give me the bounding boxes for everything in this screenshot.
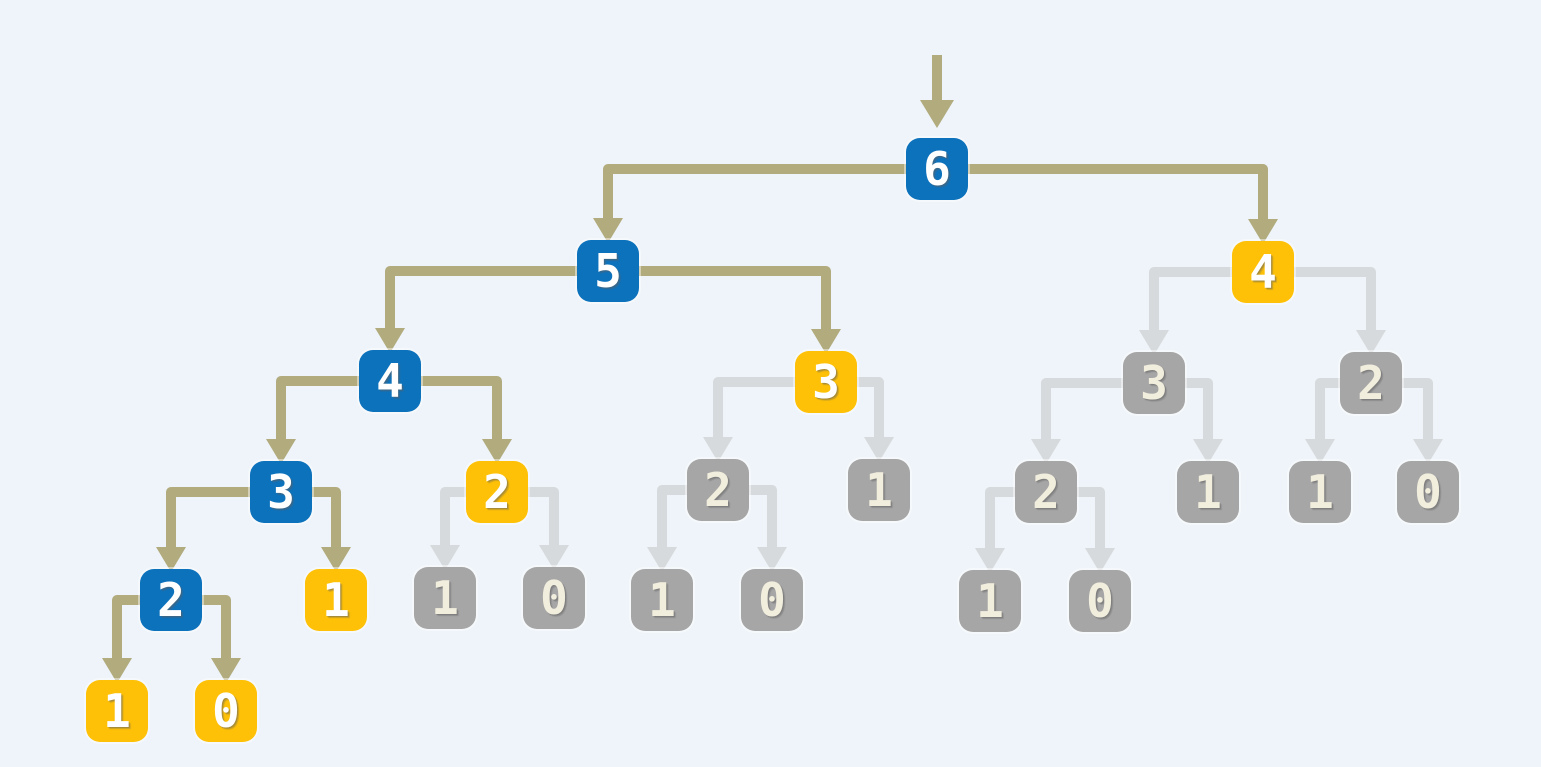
tree-node-skipped-1: 1 bbox=[1177, 461, 1239, 523]
edge-n3r-n2rm-arrowhead bbox=[1031, 439, 1061, 464]
edge-n3l-n1lm-arrowhead bbox=[321, 547, 351, 572]
edge-n5-n3m bbox=[636, 266, 831, 331]
tree-node-skipped-3: 3 bbox=[1123, 352, 1185, 414]
edge-n3l-n2ll-arrowhead bbox=[156, 547, 186, 572]
tree-node-memoized-4: 4 bbox=[1232, 241, 1294, 303]
edge-n2rm-n0rb bbox=[1074, 487, 1105, 550]
edge-n6-n5-arrowhead bbox=[593, 218, 623, 243]
edge-n4r-n2rr bbox=[1291, 267, 1376, 332]
edge-n5-n4l bbox=[385, 266, 580, 330]
edge-n2rr-n0rr-arrowhead bbox=[1413, 439, 1443, 464]
edge-n4l-n2ml-arrowhead bbox=[482, 439, 512, 464]
tree-node-skipped-2: 2 bbox=[1015, 461, 1077, 523]
tree-node-skipped-1: 1 bbox=[1289, 461, 1351, 523]
edge-n2ml-n1la-arrowhead bbox=[430, 545, 460, 570]
edge-n4l-n2ml bbox=[418, 376, 502, 441]
edge-n3m-n2mm-arrowhead bbox=[703, 437, 733, 462]
skipped-edges-layer bbox=[430, 267, 1443, 573]
edge-n2ll-n1ll-arrowhead bbox=[102, 658, 132, 683]
edge-n4r-n2rr-arrowhead bbox=[1356, 330, 1386, 355]
edge-n6-n4r bbox=[965, 164, 1268, 221]
edge-n2ll-n0ll bbox=[199, 595, 231, 660]
tree-node-memoized-0: 0 bbox=[195, 680, 257, 742]
edge-n4l-n3l-arrowhead bbox=[266, 439, 296, 464]
tree-node-skipped-0: 0 bbox=[1397, 461, 1459, 523]
edge-n2mm-n0mm-arrowhead bbox=[757, 547, 787, 572]
tree-node-computed-2: 2 bbox=[140, 569, 202, 631]
edge-n2rm-n0rb-arrowhead bbox=[1085, 548, 1115, 573]
tree-node-skipped-2: 2 bbox=[1340, 352, 1402, 414]
edge-n5-n3m-arrowhead bbox=[811, 329, 841, 354]
edge-n2rr-n1rr-arrowhead bbox=[1305, 439, 1335, 464]
edge-n2rr-n1rr bbox=[1315, 378, 1343, 441]
edge-n2rm-n1rb-arrowhead bbox=[975, 548, 1005, 573]
edge-n6-n4r-arrowhead bbox=[1248, 219, 1278, 244]
tree-node-computed-4: 4 bbox=[359, 350, 421, 412]
tree-node-skipped-0: 0 bbox=[1069, 570, 1131, 632]
edge-n2rr-n0rr bbox=[1399, 378, 1433, 441]
edge-n2mm-n1mm-arrowhead bbox=[647, 547, 677, 572]
edge-n3l-n2ll bbox=[166, 487, 253, 549]
edge-n2rm-n1rb bbox=[985, 487, 1018, 550]
entry-arrow-head bbox=[920, 100, 954, 128]
tree-node-skipped-1: 1 bbox=[848, 459, 910, 521]
tree-node-skipped-0: 0 bbox=[523, 567, 585, 629]
edge-n4r-n3r bbox=[1149, 267, 1235, 332]
edge-n3r-n1rm bbox=[1182, 378, 1213, 441]
edge-n3r-n2rm bbox=[1041, 378, 1126, 441]
edge-n2ll-n1ll bbox=[112, 595, 143, 660]
tree-node-memoized-2: 2 bbox=[466, 461, 528, 523]
edge-n4l-n3l bbox=[276, 376, 362, 441]
tree-node-memoized-1: 1 bbox=[305, 569, 367, 631]
edge-n3m-n2mm bbox=[713, 377, 798, 439]
edge-n5-n4l-arrowhead bbox=[375, 328, 405, 353]
tree-node-skipped-2: 2 bbox=[687, 459, 749, 521]
tree-node-computed-3: 3 bbox=[250, 461, 312, 523]
edge-n3m-n1mr bbox=[854, 377, 884, 439]
tree-node-computed-6: 6 bbox=[906, 138, 968, 200]
active-edges-layer bbox=[102, 164, 1278, 683]
edge-n2ml-n0la-arrowhead bbox=[539, 545, 569, 570]
edge-n2ml-n0la bbox=[525, 487, 559, 547]
edge-n2ll-n0ll-arrowhead bbox=[211, 658, 241, 683]
tree-node-memoized-1: 1 bbox=[86, 680, 148, 742]
tree-node-skipped-1: 1 bbox=[414, 567, 476, 629]
edge-n3r-n1rm-arrowhead bbox=[1193, 439, 1223, 464]
edge-n4r-n3r-arrowhead bbox=[1139, 330, 1169, 355]
edge-n3l-n1lm bbox=[309, 487, 341, 549]
edge-n6-n5 bbox=[603, 164, 909, 220]
entry-arrow bbox=[920, 55, 954, 128]
edge-n2ml-n1la bbox=[440, 487, 469, 547]
edge-n3m-n1mr-arrowhead bbox=[864, 437, 894, 462]
edge-n2mm-n1mm bbox=[657, 485, 690, 549]
tree-node-computed-5: 5 bbox=[577, 240, 639, 302]
tree-node-skipped-0: 0 bbox=[741, 569, 803, 631]
tree-node-skipped-1: 1 bbox=[631, 569, 693, 631]
tree-node-memoized-3: 3 bbox=[795, 351, 857, 413]
edge-n2mm-n0mm bbox=[746, 485, 777, 549]
tree-node-skipped-1: 1 bbox=[959, 570, 1021, 632]
